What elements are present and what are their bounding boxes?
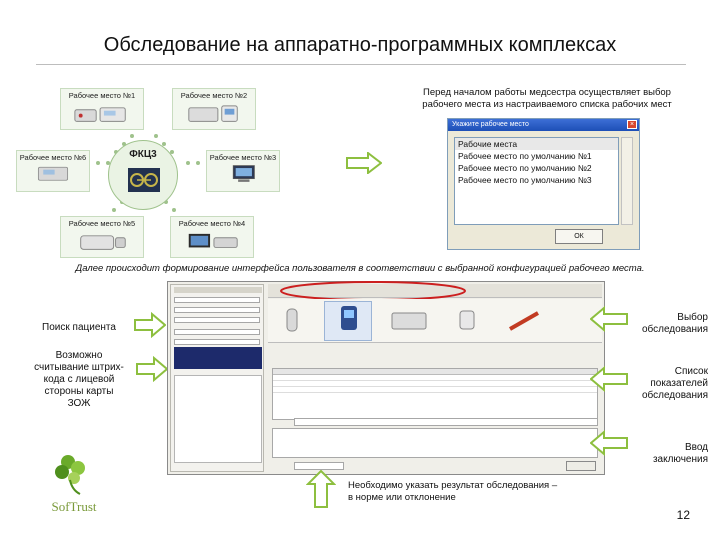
patient-search-field[interactable] <box>174 297 260 303</box>
indicator-list-line: Список <box>674 366 708 377</box>
exam-application-window <box>167 281 605 475</box>
exam-choice-line: обследования <box>641 324 708 335</box>
workstation-diagram: ФКЦ3 Рабочее место №1 Рабочее место №2 Р… <box>10 82 280 262</box>
workstation-label: Рабочее место №2 <box>180 91 248 100</box>
arrow-right-icon <box>134 312 166 338</box>
workstation-card-3: Рабочее место №3 <box>206 150 280 192</box>
workplace-list-item[interactable]: Рабочее место по умолчанию №2 <box>458 163 592 173</box>
arrow-left-icon <box>590 430 628 456</box>
patient-field[interactable] <box>174 317 260 323</box>
workstation-card-6: Рабочее место №6 <box>16 150 90 192</box>
page-number: 12 <box>676 508 690 522</box>
workstation-label: Рабочее место №5 <box>68 219 136 228</box>
fkc-hub: ФКЦ3 <box>108 140 178 210</box>
workplace-list-item[interactable]: Рабочие места <box>455 138 618 150</box>
arrow-up-icon <box>306 470 336 508</box>
patient-search-label: Поиск пациента <box>42 322 116 333</box>
workstation-label: Рабочее место №6 <box>19 153 87 162</box>
clover-logo-icon <box>55 455 85 495</box>
workstation-card-1: Рабочее место №1 <box>60 88 144 130</box>
analyzer-device-icon <box>188 105 238 122</box>
arrow-left-icon <box>590 366 628 392</box>
conclusion-line: заключения <box>652 454 708 465</box>
barcode-note-line: ЗОЖ <box>67 398 91 409</box>
close-icon[interactable]: × <box>627 120 637 129</box>
result-note: Необходимо указать результат обследовани… <box>348 480 648 504</box>
conclusion-input[interactable] <box>294 418 598 426</box>
workstation-label: Рабочее место №3 <box>209 153 277 162</box>
intro-note: Перед началом работы медсестра осуществл… <box>380 87 714 111</box>
workstation-card-5: Рабочее место №5 <box>60 216 144 258</box>
barcode-note: Возможно считывание штрих- кода с лицево… <box>22 350 136 410</box>
workstation-card-4: Рабочее место №4 <box>170 216 254 258</box>
result-note-line: в норме или отклонение <box>348 492 456 503</box>
computer-device-icon <box>232 165 255 182</box>
scale-device-icon <box>37 166 69 181</box>
pulse-oximeter-icon <box>341 306 357 330</box>
title-divider <box>36 64 686 65</box>
list-scrollbar[interactable] <box>621 137 633 225</box>
arrow-left-icon <box>590 306 628 332</box>
intro-note-line: рабочего места из настраиваемого списка … <box>422 99 672 110</box>
intro-note-line: Перед началом работы медсестра осуществл… <box>423 87 671 98</box>
barcode-note-line: считывание штрих- <box>34 362 124 373</box>
arrow-right-icon <box>136 356 168 382</box>
exam-tab-active[interactable] <box>324 301 372 341</box>
workstation-label: Рабочее место №4 <box>178 219 246 228</box>
exam-tab[interactable] <box>272 303 312 339</box>
result-select[interactable] <box>294 462 344 470</box>
ok-button[interactable]: ОК <box>555 229 603 244</box>
monitor-device-icon <box>80 235 126 250</box>
workplace-list-item[interactable]: Рабочее место по умолчанию №3 <box>458 175 592 185</box>
workstation-label: Рабочее место №1 <box>68 91 136 100</box>
indicator-list-label: Список показателей обследования <box>610 366 708 402</box>
dialog-titlebar: Укажите рабочее место <box>448 119 639 131</box>
exam-choice-line: Выбор <box>677 312 708 323</box>
syringe-icon <box>509 311 539 331</box>
exam-tab[interactable] <box>386 303 432 339</box>
analyzer-icon <box>391 312 427 330</box>
workstation-card-2: Рабочее место №2 <box>172 88 256 130</box>
select-workplace-dialog: Укажите рабочее место × Рабочие места Ра… <box>447 118 640 250</box>
glucometer-icon <box>459 310 475 330</box>
ecg-device-icon <box>74 107 126 122</box>
patient-list[interactable] <box>174 375 262 463</box>
indicator-table[interactable] <box>272 368 598 420</box>
conclusion-label: Ввод заключения <box>610 442 708 466</box>
selected-patient-card[interactable] <box>174 347 262 369</box>
laptop-device-icon <box>188 233 238 248</box>
conclusion-text-area[interactable] <box>272 428 598 458</box>
logo-text: SofTrust <box>51 499 97 514</box>
save-button[interactable] <box>566 461 596 471</box>
barcode-note-line: кода с лицевой <box>43 374 115 385</box>
thermometer-icon <box>286 308 298 332</box>
arrow-right-icon <box>346 152 382 174</box>
dialog-title: Укажите рабочее место <box>452 121 529 128</box>
patient-field[interactable] <box>174 307 260 313</box>
hub-label: ФКЦ3 <box>129 149 157 160</box>
patient-field[interactable] <box>174 329 260 335</box>
interface-caption: Далее происходит формирование интерфейса… <box>75 263 645 274</box>
connection-icon <box>128 168 160 192</box>
exam-tab[interactable] <box>446 303 490 339</box>
exam-tab[interactable] <box>502 303 546 339</box>
barcode-note-line: стороны карты <box>44 386 114 397</box>
indicator-list-line: показателей <box>650 378 708 389</box>
patient-panel <box>170 284 264 472</box>
indicator-list-line: обследования <box>641 390 708 401</box>
workplace-list[interactable]: Рабочие места Рабочее место по умолчанию… <box>454 137 619 225</box>
slide-title: Обследование на аппаратно-программных ко… <box>103 34 617 56</box>
exam-device-tabs <box>268 299 602 343</box>
workplace-list-item[interactable]: Рабочее место по умолчанию №1 <box>458 151 592 161</box>
barcode-note-line: Возможно <box>55 350 103 361</box>
result-note-line: Необходимо указать результат обследовани… <box>348 480 558 491</box>
exam-choice-label: Выбор обследования <box>610 312 708 336</box>
softrust-logo: SofTrust <box>34 450 114 520</box>
conclusion-line: Ввод <box>684 442 708 453</box>
patient-field[interactable] <box>174 339 260 345</box>
